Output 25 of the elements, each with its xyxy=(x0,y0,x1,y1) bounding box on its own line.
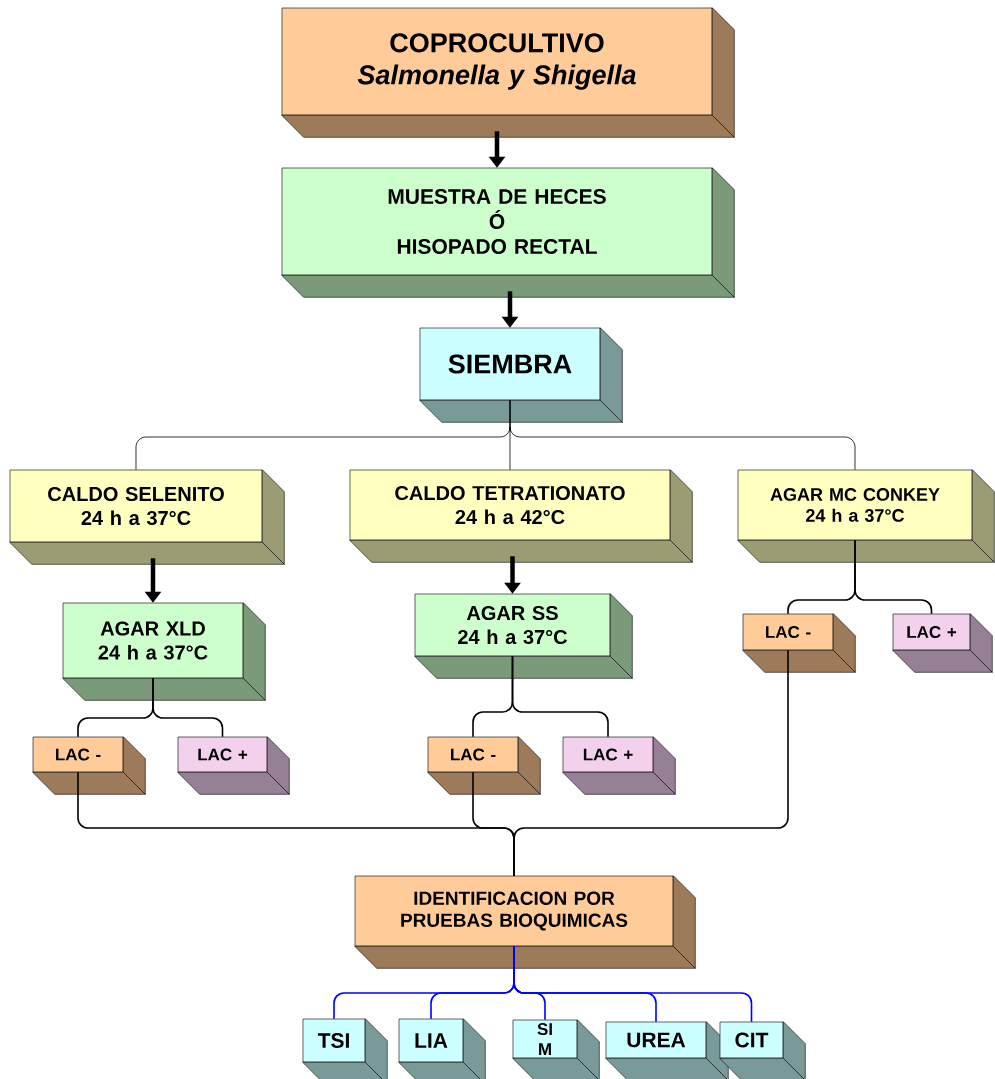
process-box: CIT xyxy=(719,1021,806,1079)
connector xyxy=(513,945,753,1023)
process-box: IDENTIFICACION POR PRUEBAS BIOQUIMICAS xyxy=(354,875,696,969)
process-box: LAC - xyxy=(32,736,146,795)
process-box: COPROCULTIVO Salmonella y Shigella xyxy=(281,7,735,138)
process-box: SI M xyxy=(512,1019,600,1079)
process-box: LAC + xyxy=(562,736,676,795)
process-box: AGAR SS 24 h a 37°C xyxy=(414,593,633,679)
connector xyxy=(513,649,789,877)
process-box: UREA xyxy=(605,1021,729,1079)
process-box: MUESTRA DE HECES Ó HISOPADO RECTAL xyxy=(281,167,735,298)
process-box: LAC + xyxy=(177,736,290,795)
process-box: SIEMBRA xyxy=(419,327,623,423)
connector xyxy=(152,677,224,738)
process-box: AGAR MC CONKEY 24 h a 37°C xyxy=(737,469,995,563)
process-box: LIA xyxy=(398,1018,486,1079)
process-box: TSI xyxy=(302,1018,388,1079)
process-box: LAC - xyxy=(742,613,856,673)
connector xyxy=(509,399,856,471)
process-box: CALDO TETRATIONATO 24 h a 42°C xyxy=(349,469,693,563)
process-box: LAC + xyxy=(892,613,993,673)
process-box: AGAR XLD 24 h a 37°C xyxy=(62,602,266,701)
process-box: LAC - xyxy=(427,736,541,795)
connector xyxy=(511,655,609,738)
process-box: CALDO SELENITO 24 h a 37°C xyxy=(9,469,285,565)
